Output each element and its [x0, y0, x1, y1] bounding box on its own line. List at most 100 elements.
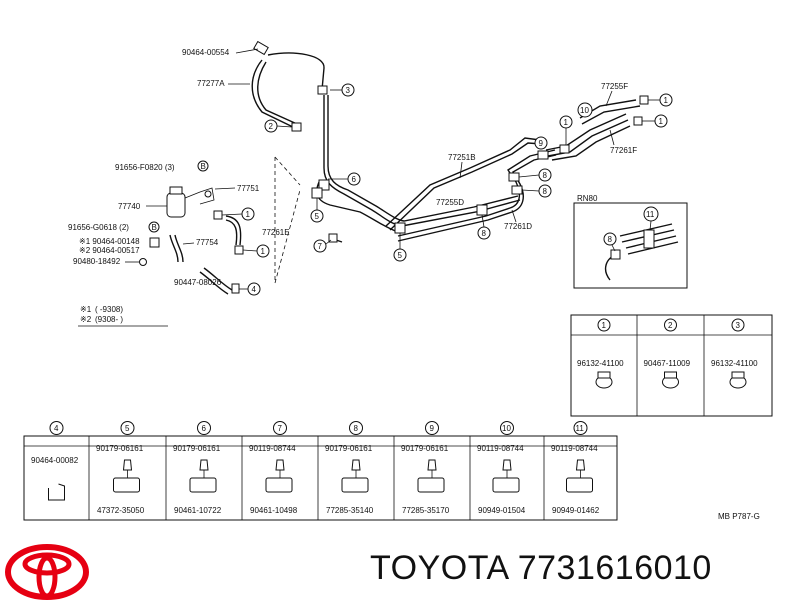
cell-part-number-bottom: 90949-01504 [478, 506, 526, 515]
clip-top-icon [597, 371, 611, 379]
bolt-icon [122, 459, 133, 471]
cell-part-number-bottom: 90461-10722 [174, 506, 222, 515]
clamp-icon [492, 477, 520, 493]
cell-number-circle [664, 318, 677, 332]
svg-text:8: 8 [608, 235, 613, 244]
bottom-table-cell: 10 90119-08744 90949-01504 [477, 421, 526, 515]
label-91656-f0820: 91656-F0820 (3) [115, 163, 175, 172]
cell-part-number: 96132-41100 [577, 359, 624, 368]
cell-part-number-bottom: 90461-10498 [250, 506, 298, 515]
parts-table-top [570, 314, 773, 417]
label-77261d: 77261D [504, 222, 532, 231]
cell-part-number-top: 90119-08744 [249, 444, 296, 453]
variant-rn80: RN80 [577, 194, 598, 203]
clip-top-icon [664, 371, 677, 379]
cell-number: 9 [430, 424, 435, 433]
bolt-icon [351, 459, 361, 471]
svg-text:1: 1 [261, 247, 266, 256]
label-77255d: 77255D [436, 198, 464, 207]
svg-text:3: 3 [346, 86, 351, 95]
svg-text:1: 1 [664, 96, 669, 105]
legend-1-mark: ※1 [80, 305, 92, 314]
canister-77740 [166, 186, 215, 218]
hose-77261e [213, 210, 244, 255]
cell-part-number-top: 90119-08744 [477, 444, 524, 453]
callout-10 [577, 102, 593, 118]
bolt-icon [427, 459, 437, 471]
label-77751: 77751 [237, 184, 260, 193]
label-90464-00148: ※1 90464-00148 [79, 237, 140, 246]
legend-2-text: (9308- ) [95, 315, 123, 324]
cell-part-number-bottom: 90949-01462 [552, 506, 600, 515]
clamp-icon [189, 477, 217, 493]
label-77277a: 77277A [197, 79, 225, 88]
cell-number-circle [731, 318, 745, 332]
hose-77754 [139, 234, 184, 266]
cell-part-number: 90467-11009 [644, 359, 691, 368]
svg-text:4: 4 [252, 285, 257, 294]
hose-77277a [251, 40, 328, 132]
cell-number: 10 [502, 424, 511, 433]
legend-2-mark: ※2 [80, 315, 92, 324]
parts-diagram: 90464-00554 77277A 3 2 B 91656-F0820 (3)… [23, 40, 773, 521]
cell-number: 7 [278, 424, 283, 433]
cell-part-number-bottom: 47372-35050 [97, 506, 145, 515]
cell-number-circle [197, 421, 211, 435]
cell-number-circle [120, 421, 135, 435]
svg-text:B: B [201, 162, 206, 171]
clamp-icon [341, 477, 369, 493]
bolt-icon [275, 459, 285, 471]
label-90464-00554: 90464-00554 [182, 48, 230, 57]
label-77251b: 77251B [448, 153, 476, 162]
cell-part-number-top: 90464-00082 [31, 456, 79, 465]
callout-8-inset [603, 232, 617, 246]
label-77261e: 77261E [262, 228, 290, 237]
svg-text:8: 8 [482, 229, 487, 238]
svg-text:8: 8 [543, 187, 548, 196]
bottom-table-cell: 8 90179-06161 77285-35140 [325, 421, 374, 515]
cell-number: 4 [54, 424, 59, 433]
svg-text:6: 6 [352, 175, 357, 184]
callout-7 [313, 239, 327, 253]
bolt-icon [575, 459, 586, 471]
cell-number-circle [49, 421, 64, 435]
svg-text:1: 1 [246, 210, 251, 219]
top-table-cell: 2 90467-11009 [644, 318, 691, 389]
svg-text:B: B [152, 223, 157, 232]
label-90447-08026: 90447-08026 [174, 278, 222, 287]
cell-number-circle [573, 421, 588, 435]
label-90480-18492: 90480-18492 [73, 257, 121, 266]
bottom-table-cell: 7 90119-08744 90461-10498 [249, 421, 298, 515]
label-90464-00517: ※2 90464-00517 [79, 246, 140, 255]
cell-part-number-bottom: 77285-35170 [402, 506, 450, 515]
cell-number: 2 [668, 321, 673, 330]
svg-text:9: 9 [539, 139, 544, 148]
callout-b-top [197, 160, 209, 172]
cell-part-number-top: 90179-06161 [325, 444, 373, 453]
clamp-icon [265, 477, 293, 493]
clamp-icon [417, 477, 445, 493]
label-77255f: 77255F [601, 82, 628, 91]
cell-number-circle [500, 421, 514, 435]
label-77261f: 77261F [610, 146, 637, 155]
part-number: 7731616010 [517, 549, 712, 587]
svg-text:7: 7 [318, 242, 323, 251]
cell-number: 8 [354, 424, 359, 433]
clip-top-icon [731, 371, 745, 379]
clip-icon [48, 483, 65, 501]
cell-part-number-bottom: 77285-35140 [326, 506, 374, 515]
legend-1-text: ( -9308) [95, 305, 123, 314]
cell-number: 6 [202, 424, 207, 433]
hose-90447-08026 [199, 267, 240, 295]
bottom-table-cell: 4 90464-00082 [31, 421, 79, 501]
cell-number-circle [425, 421, 439, 435]
inset-rn80-drawing [604, 223, 679, 281]
svg-text:11: 11 [646, 210, 655, 219]
cell-number-circle [273, 421, 287, 435]
svg-text:5: 5 [398, 251, 403, 260]
